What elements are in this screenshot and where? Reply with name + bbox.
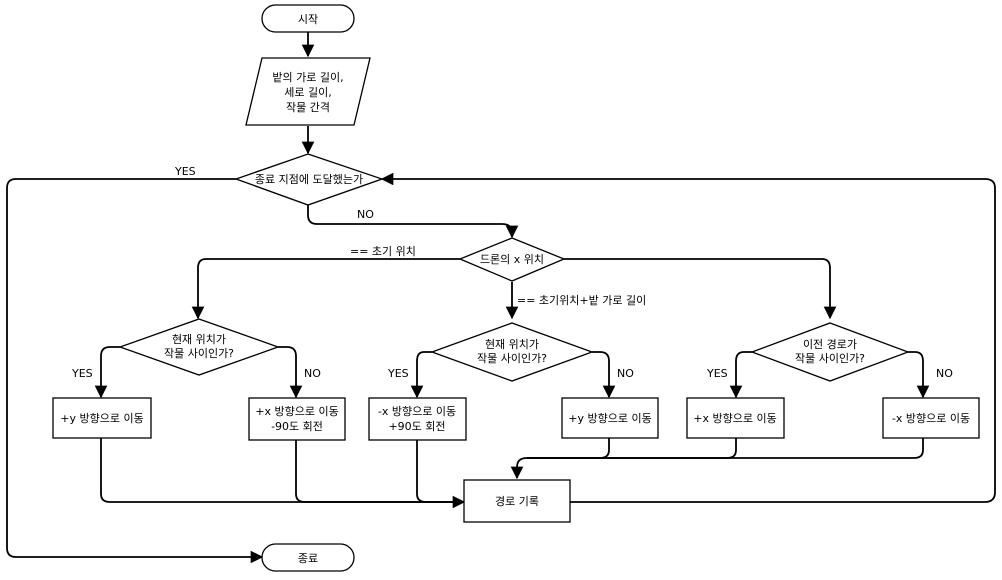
- move-minus-x-rotate-line-1: -x 방향으로 이동: [378, 405, 456, 418]
- label-no-mid: NO: [617, 367, 634, 380]
- label-yes-mid: YES: [387, 367, 409, 380]
- move-plus-x-label: +x 방향으로 이동: [693, 412, 776, 425]
- move-plus-x-rotate-box: +x 방향으로 이동 -90도 회전: [248, 397, 346, 441]
- right-check-line-2: 작물 사이인가?: [795, 352, 865, 365]
- move-plus-y-2-label: +y 방향으로 이동: [568, 412, 651, 425]
- move-minus-x-box: -x 방향으로 이동: [882, 397, 980, 439]
- mid-position-decision: 현재 위치가 작물 사이인가?: [430, 322, 594, 382]
- edge-endcheck-no: [307, 205, 519, 239]
- edge-drone-right: [564, 258, 837, 320]
- input-line-2: 세로 길이,: [284, 86, 331, 99]
- move-plus-x-box: +x 방향으로 이동: [686, 397, 785, 439]
- label-yes-top: YES: [174, 165, 196, 178]
- move-plus-y-box: +y 방향으로 이동: [52, 397, 152, 439]
- edge-movepy-record: [100, 438, 466, 509]
- edge-mid-yes: [410, 351, 432, 399]
- edge-mid-no: [592, 351, 616, 399]
- move-plus-x-rotate-line-1: +x 방향으로 이동: [255, 405, 338, 418]
- edge-labels: YES NO == 초기 위치 == 초기위치+밭 가로 길이 YES NO Y…: [71, 165, 953, 380]
- connectors: [6, 32, 996, 564]
- left-check-line-2: 작물 사이인가?: [164, 347, 234, 360]
- left-position-decision: 현재 위치가 작물 사이인가?: [118, 318, 280, 376]
- label-eq-initial: == 초기 위치: [350, 245, 416, 258]
- edge-movepx-record: [527, 438, 737, 459]
- edge-movenx-record: [527, 438, 924, 459]
- input-line-3: 작물 간격: [286, 101, 330, 114]
- right-check-line-1: 이전 경로가: [803, 338, 857, 351]
- right-path-decision: 이전 경로가 작물 사이인가?: [750, 322, 910, 382]
- edge-left-no: [278, 346, 303, 399]
- start-label: 시작: [298, 13, 318, 26]
- drone-x-label: 드론의 x 위치: [480, 253, 544, 266]
- edge-endcheck-yes: [6, 178, 264, 564]
- left-check-line-1: 현재 위치가: [172, 333, 226, 346]
- input-parallelogram: 밭의 가로 길이, 세로 길이, 작물 간격: [245, 57, 371, 126]
- edge-right-yes: [729, 351, 752, 399]
- record-path-label: 경로 기록: [495, 495, 539, 508]
- edge-movenxrot-record: [416, 440, 464, 503]
- end-label: 종료: [298, 552, 318, 565]
- start-terminal: 시작: [261, 4, 355, 33]
- move-plus-y-label: +y 방향으로 이동: [60, 412, 143, 425]
- move-minus-x-rotate-box: -x 방향으로 이동 +90도 회전: [368, 397, 467, 441]
- record-path-box: 경로 기록: [463, 479, 571, 523]
- label-no-right: NO: [936, 367, 953, 380]
- mid-check-line-1: 현재 위치가: [485, 338, 539, 351]
- end-check-decision: 종료 지점에 도달했는가: [234, 153, 384, 206]
- label-eq-initial-plus: == 초기위치+밭 가로 길이: [517, 294, 646, 307]
- edge-record-loop: [380, 172, 996, 503]
- edge-right-no: [908, 351, 930, 399]
- mid-check-line-2: 작물 사이인가?: [477, 352, 547, 365]
- label-yes-right: YES: [706, 367, 728, 380]
- label-yes-left: YES: [71, 367, 93, 380]
- label-no-left: NO: [304, 367, 321, 380]
- move-plus-y-box-2: +y 방향으로 이동: [561, 397, 659, 439]
- move-plus-x-rotate-line-2: -90도 회전: [271, 420, 323, 433]
- move-minus-x-label: -x 방향으로 이동: [892, 412, 970, 425]
- move-minus-x-rotate-line-2: +90도 회전: [388, 420, 445, 433]
- drone-x-decision: 드론의 x 위치: [458, 237, 566, 282]
- end-terminal: 종료: [261, 543, 355, 572]
- edge-left-yes: [94, 346, 120, 399]
- label-no-top: NO: [357, 208, 374, 221]
- input-line-1: 밭의 가로 길이,: [272, 71, 343, 84]
- edge-drone-left: [191, 258, 460, 320]
- end-check-label: 종료 지점에 도달했는가: [255, 173, 363, 186]
- edge-movepxrot-record: [295, 440, 464, 503]
